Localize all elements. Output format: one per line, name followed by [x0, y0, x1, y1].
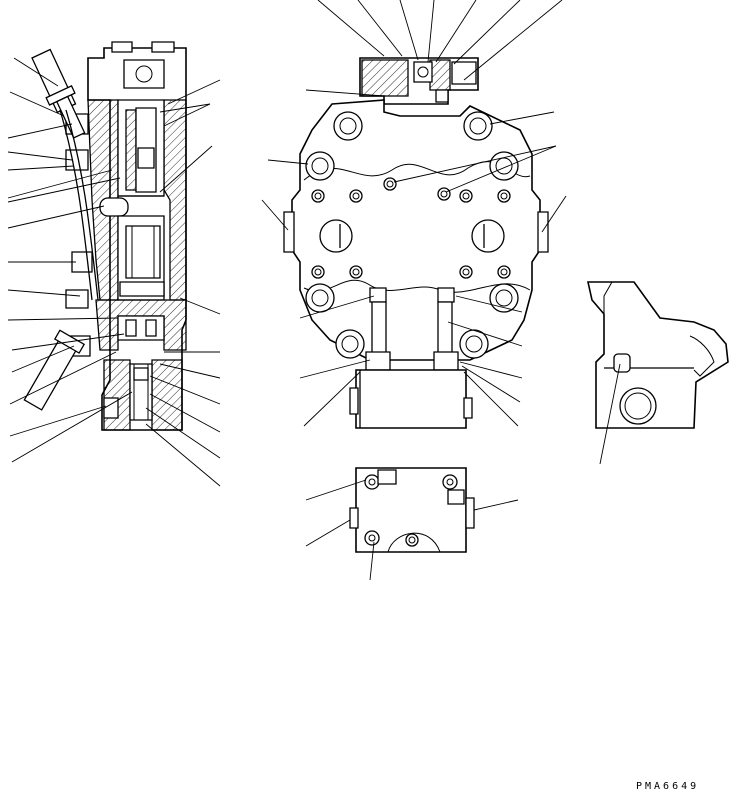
mounting-bolt [464, 112, 492, 140]
mounting-bolt [490, 152, 518, 180]
block-view [306, 468, 518, 580]
sectional-view [8, 42, 220, 486]
mounting-bolt [460, 330, 488, 358]
mounting-bolt [490, 284, 518, 312]
drawing-code: PMA6649 [636, 781, 700, 792]
front-view [262, 0, 566, 428]
mounting-bolt [306, 152, 334, 180]
mounting-bolt [306, 284, 334, 312]
mounting-bolt [334, 112, 362, 140]
side-view [588, 282, 728, 464]
mounting-bolt [336, 330, 364, 358]
